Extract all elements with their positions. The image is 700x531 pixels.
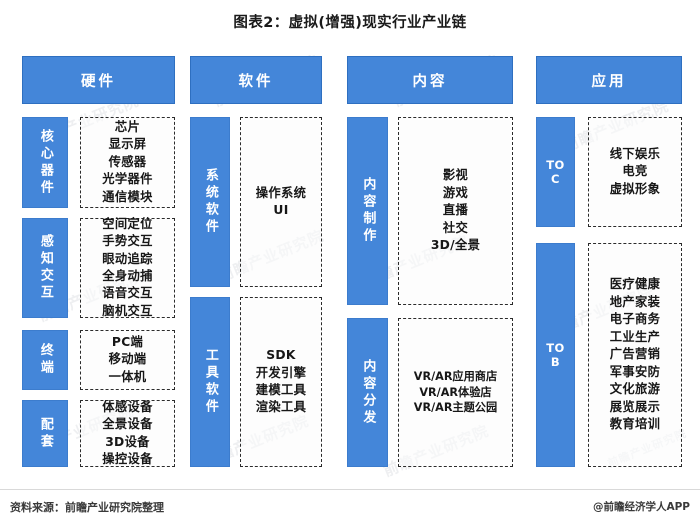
content-item: 眼动追踪 <box>102 251 153 266</box>
content-item: 3D/全景 <box>430 238 481 253</box>
content-item-list: PC端移动端一体机 <box>109 334 147 386</box>
content-item: 地产家装 <box>609 294 661 309</box>
content-box-hardware-1: 空间定位手势交互眼动追踪全身动捕语音交互脑机交互 <box>80 216 175 321</box>
content-item: 影视 <box>442 168 469 183</box>
content-item: 全景设备 <box>102 417 153 432</box>
content-item: 空间定位 <box>102 216 153 231</box>
row-label-text: 核心器件 <box>37 128 53 197</box>
row-label-hardware-3: 配套 <box>22 400 68 467</box>
content-item: 操作系统 <box>255 185 307 200</box>
content-item: 移动端 <box>108 352 147 367</box>
content-item: VR/AR体验店 <box>419 385 492 399</box>
content-item: 文化旅游 <box>609 382 661 397</box>
content-item: 一体机 <box>108 369 147 384</box>
content-box-application-0: 线下娱乐电竞虚拟形象 <box>588 117 682 227</box>
content-item: 游戏 <box>442 185 469 200</box>
source-note: 资料来源：前瞻产业研究院整理 <box>10 501 164 514</box>
row-label-content-0: 内容制作 <box>347 117 388 305</box>
content-item: 通信模块 <box>102 189 153 204</box>
content-box-software-1: SDK 开发引擎建模工具渲染工具 <box>240 297 322 467</box>
content-item-list: 芯片显示屏传感器光学器件通信模块 <box>102 119 152 206</box>
content-item: SDK <box>266 348 296 363</box>
content-item-list: 体感设备全景设备 3D设备操控设备 <box>102 399 152 469</box>
content-item: PC端 <box>111 334 144 349</box>
content-item: 社交 <box>442 220 469 235</box>
content-item: 展览展示 <box>609 399 661 414</box>
column-header-hardware: 硬件 <box>22 56 175 104</box>
content-item: 工业生产 <box>609 329 661 344</box>
content-item: 建模工具 <box>255 383 307 397</box>
content-item: 虚拟形象 <box>609 181 661 196</box>
content-item: UI <box>273 203 289 217</box>
content-item: 光学器件 <box>102 172 153 187</box>
content-item: VR/AR应用商店 <box>413 369 498 383</box>
row-label-software-0: 系统软件 <box>190 117 230 287</box>
row-label-content-1: 内容分发 <box>347 318 388 467</box>
row-label-text: 系统软件 <box>202 168 218 236</box>
content-item-list: VR/AR应用商店 VR/AR体验店 VR/AR主题公园 <box>414 369 497 417</box>
content-item: 教育培训 <box>609 417 661 432</box>
row-label-text: 内容分发 <box>360 358 376 427</box>
content-box-hardware-0: 芯片显示屏传感器光学器件通信模块 <box>80 117 175 208</box>
content-item-list: 影视游戏直播社交 3D/全景 <box>431 167 480 254</box>
content-box-content-0: 影视游戏直播社交 3D/全景 <box>398 117 513 305</box>
content-item: 线下娱乐 <box>609 146 661 161</box>
content-item: 3D设备 <box>105 434 150 449</box>
content-item-list: SDK 开发引擎建模工具渲染工具 <box>256 347 306 417</box>
page-title: 图表2：虚拟(增强)现实行业产业链 <box>233 15 467 31</box>
row-label-hardware-2: 终端 <box>22 330 68 390</box>
column-header-software: 软件 <box>190 56 322 104</box>
content-item: 语音交互 <box>102 286 153 301</box>
row-label-hardware-0: 核心器件 <box>22 117 68 208</box>
content-item-list: 线下娱乐电竞虚拟形象 <box>610 146 660 198</box>
row-label-text: 工具软件 <box>202 348 218 416</box>
content-item: 芯片 <box>114 119 141 134</box>
row-label-text: 终端 <box>37 343 53 377</box>
content-item: 操控设备 <box>102 451 153 466</box>
content-box-software-0: 操作系统 UI <box>240 117 322 287</box>
row-label-text: 内容制作 <box>360 177 376 245</box>
content-item: 手势交互 <box>102 234 153 249</box>
content-box-hardware-2: PC端移动端一体机 <box>80 330 175 390</box>
content-item: VR/AR主题公园 <box>413 401 498 415</box>
column-header-content: 内容 <box>347 56 513 104</box>
content-item: 全身动捕 <box>102 269 153 283</box>
content-item: 电竞 <box>622 164 648 179</box>
content-item: 开发引擎 <box>255 365 307 380</box>
content-item: 广告营销 <box>609 347 661 362</box>
content-item: 直播 <box>442 203 469 218</box>
row-label-text: 感知交互 <box>37 234 53 302</box>
row-label-hardware-1: 感知交互 <box>22 218 68 318</box>
content-box-content-1: VR/AR应用商店 VR/AR体验店 VR/AR主题公园 <box>398 318 513 467</box>
content-item: 传感器 <box>108 154 147 169</box>
content-item-list: 操作系统 UI <box>256 185 306 220</box>
content-item-list: 空间定位手势交互眼动追踪全身动捕语音交互脑机交互 <box>102 216 152 321</box>
row-label-text: 配套 <box>37 416 53 451</box>
content-item: 显示屏 <box>108 137 147 152</box>
content-item: 医疗健康 <box>609 277 661 292</box>
row-label-software-1: 工具软件 <box>190 297 230 467</box>
app-credit: @前瞻经济学人APP <box>592 501 690 513</box>
content-item: 电子商务 <box>609 312 661 327</box>
column-header-application: 应用 <box>536 56 682 104</box>
content-item: 军事安防 <box>609 364 661 379</box>
content-item: 脑机交互 <box>102 303 153 318</box>
content-box-hardware-3: 体感设备全景设备 3D设备操控设备 <box>80 400 175 467</box>
content-box-application-1: 医疗健康地产家装电子商务工业生产广告营销军事安防文化旅游展览展示教育培训 <box>588 243 682 467</box>
content-item: 体感设备 <box>102 399 153 414</box>
content-item: 渲染工具 <box>255 400 307 415</box>
footer-divider <box>0 489 700 490</box>
content-item-list: 医疗健康地产家装电子商务工业生产广告营销军事安防文化旅游展览展示教育培训 <box>610 276 660 433</box>
